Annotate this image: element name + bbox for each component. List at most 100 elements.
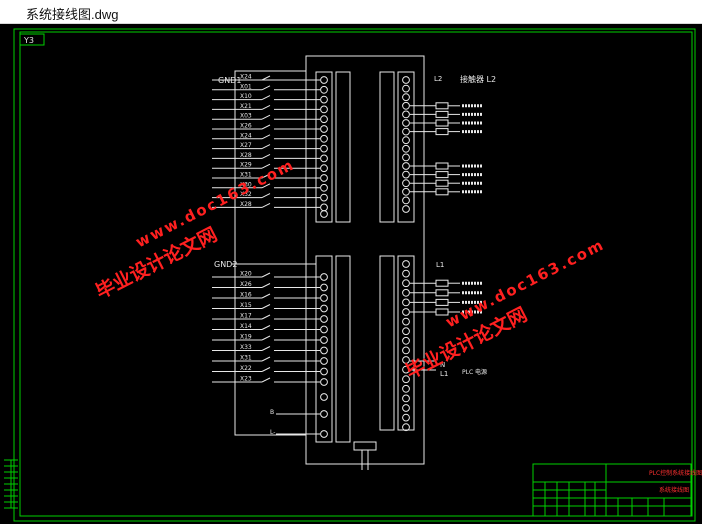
upper-out-terminal-0 <box>402 76 410 84</box>
lower-out-coil-4 <box>435 298 449 306</box>
lower-out-terminal-17 <box>402 423 410 432</box>
title-block-title: PLC控制系统接线图 <box>649 469 702 477</box>
input-wiring-box <box>234 70 307 436</box>
lower-terminal-3 <box>320 304 328 313</box>
upper-input-label-12: X32 <box>240 191 252 198</box>
upper-out-coil-12 <box>435 179 449 187</box>
upper-terminal-7 <box>320 144 328 153</box>
connector-tab <box>353 441 377 451</box>
lower-input-label-4: X17 <box>240 313 252 320</box>
lower-terminal-10 <box>320 378 328 386</box>
upper-out-terminal-11 <box>402 170 410 179</box>
upper-terminal-4 <box>320 115 328 124</box>
lower-out-terminal-4 <box>402 298 410 307</box>
watermark-2: 毕业设计论文网 www.doc163.com <box>402 235 608 383</box>
upper-out-terminal-4 <box>402 110 410 119</box>
upper-right-terminal-strip <box>397 71 415 223</box>
watermark-1: 毕业设计论文网 www.doc163.com <box>92 155 298 303</box>
window-titlebar: 系统接线图.dwg <box>0 0 702 24</box>
outer-frame <box>13 28 696 522</box>
lower-terminal-5 <box>320 325 328 334</box>
lower-out-terminal-2 <box>402 279 410 288</box>
upper-out-terminal-2 <box>402 93 410 102</box>
lower-out-terminal-6 <box>402 317 410 326</box>
view-tab[interactable] <box>19 33 45 46</box>
lower-out-terminal-16 <box>402 413 410 422</box>
gnd2-label: GND2 <box>214 260 237 269</box>
lower-terminal-2 <box>320 294 328 302</box>
upper-input-label-10: X31 <box>240 172 252 179</box>
upper-input-label-1: X01 <box>240 83 252 90</box>
upper-input-label-3: X21 <box>240 103 252 110</box>
upper-input-label-8: X28 <box>240 152 252 159</box>
lower-out-terminal-12 <box>402 375 410 384</box>
gnd1-label: GND1 <box>218 76 241 85</box>
upper-out-terminal-10 <box>402 162 410 170</box>
upper-terminal-8 <box>320 154 328 163</box>
upper-out-terminal-1 <box>402 84 410 93</box>
lower-input-label-5: X14 <box>240 323 252 330</box>
lower-input-label-9: X22 <box>240 365 252 372</box>
upper-input-label-6: X24 <box>240 132 252 139</box>
upper-terminal-0 <box>320 76 328 84</box>
upper-terminal-5 <box>320 125 328 133</box>
lower-input-label-8: X31 <box>240 355 252 362</box>
upper-left-blank <box>335 71 351 223</box>
upper-terminal-12 <box>320 193 328 202</box>
upper-out-terminal-8 <box>402 144 410 153</box>
upper-rail-label: L2 <box>434 75 442 83</box>
upper-input-label-9: X29 <box>240 162 252 169</box>
bottom-terminal-b: B <box>270 409 274 416</box>
bottom-terminal-l: L- <box>270 429 275 436</box>
upper-left-terminal-strip <box>315 71 333 223</box>
upper-out-coil-6 <box>435 128 449 136</box>
lower-input-label-1: X26 <box>240 281 252 288</box>
lower-input-label-0: X20 <box>240 271 252 278</box>
upper-out-terminal-5 <box>402 119 410 127</box>
lower-right-terminal-strip <box>397 255 415 431</box>
upper-out-terminal-6 <box>402 127 410 136</box>
lower-input-label-3: X15 <box>240 302 252 309</box>
lower-left-blank <box>335 255 351 443</box>
plc-module-outline <box>305 55 425 465</box>
lower-out-terminal-14 <box>402 394 410 403</box>
lower-out-terminal-3 <box>402 288 410 297</box>
upper-input-label-5: X26 <box>240 123 252 130</box>
upper-input-label-7: X27 <box>240 142 252 149</box>
lower-out-terminal-7 <box>402 327 410 336</box>
upper-input-label-13: X28 <box>240 201 252 208</box>
lower-terminal-8 <box>320 357 328 365</box>
upper-input-label-11: X30 <box>240 181 252 188</box>
plc-power-label: PLC 电源 <box>462 368 487 376</box>
inner-frame <box>19 31 693 517</box>
upper-terminal-1 <box>320 85 328 94</box>
margin-ticks <box>4 459 18 509</box>
upper-out-terminal-15 <box>402 205 410 213</box>
lower-terminal-9 <box>320 367 328 376</box>
upper-output-terminals <box>402 76 482 213</box>
upper-out-coil-3 <box>435 102 449 110</box>
n-terminal-label: N <box>440 361 445 369</box>
lower-out-coil-3 <box>435 289 449 297</box>
upper-terminal-2 <box>320 95 328 104</box>
upper-out-coil-10 <box>435 162 449 170</box>
upper-out-terminal-9 <box>402 153 410 162</box>
upper-out-terminal-12 <box>402 179 410 188</box>
lower-terminal-1 <box>320 283 328 292</box>
view-tab-label: Y3 <box>23 36 34 45</box>
upper-terminal-3 <box>320 105 328 114</box>
upper-out-terminal-3 <box>402 101 410 110</box>
upper-out-terminal-13 <box>402 187 410 196</box>
upper-out-coil-5 <box>435 119 449 127</box>
upper-input-label-2: X10 <box>240 93 252 100</box>
cad-drawing: Y3 X24X01X10X21X03X26X24X27X28X29X31X30X… <box>4 28 702 522</box>
lower-left-terminal-strip <box>315 255 333 443</box>
upper-out-coil-13 <box>435 188 449 196</box>
lower-out-coil-2 <box>435 279 449 287</box>
upper-out-terminal-7 <box>402 136 410 145</box>
lower-input-label-10: X23 <box>240 376 252 383</box>
lower-out-terminal-1 <box>402 269 410 278</box>
lower-input-label-6: X19 <box>240 334 252 341</box>
